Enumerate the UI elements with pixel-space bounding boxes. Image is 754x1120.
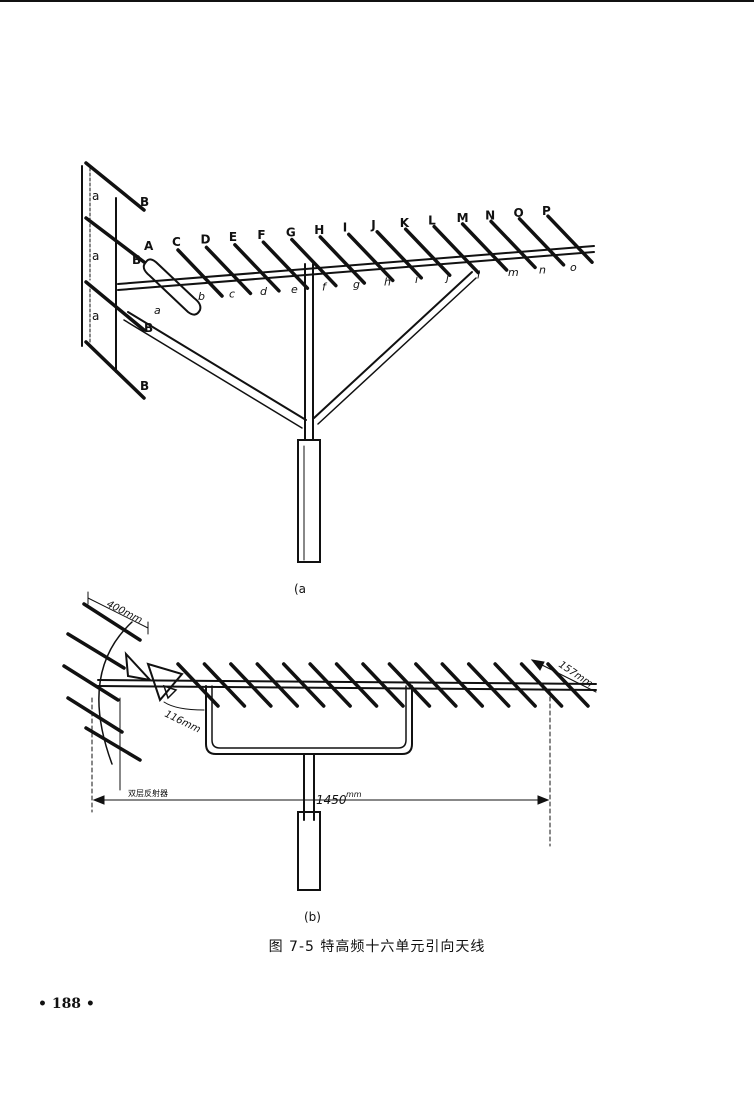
director-element [493, 662, 537, 708]
total-length-unit: mm [346, 790, 362, 799]
director-element [546, 214, 594, 264]
director-element [290, 237, 338, 288]
spacing-label: i [415, 273, 418, 286]
page-number: • 188 • [38, 996, 95, 1012]
reflector-element [84, 280, 146, 332]
director-element [176, 248, 224, 298]
reflector-element [84, 726, 142, 762]
director-label: P [542, 204, 551, 218]
director-element [375, 230, 423, 280]
reflector-element [84, 340, 146, 400]
mast-pipe [297, 439, 321, 563]
gap-label: a [154, 304, 161, 317]
director-label: H [314, 223, 324, 237]
reflector-element [62, 664, 120, 702]
director-element [347, 232, 395, 283]
folded-dipole [142, 258, 202, 316]
reflector-label-4: B [140, 379, 149, 393]
director-label: G [286, 225, 296, 239]
reflector-element [84, 161, 146, 212]
strut-right [313, 271, 473, 419]
director-label: I [343, 221, 347, 235]
boom-upper [117, 245, 595, 285]
director-element [334, 662, 379, 708]
director-element [460, 222, 509, 272]
reflector-element [66, 632, 126, 670]
feed-dipole [124, 651, 153, 682]
boom-lower [117, 251, 595, 291]
figure-b-sublabel: (b) [304, 910, 321, 924]
director-element [233, 243, 281, 293]
spacing-label: o [570, 261, 577, 274]
director-element [308, 662, 352, 708]
director-label: D [200, 233, 210, 247]
reflector-label-2: B [132, 253, 141, 267]
reflector-note: 双层反射器 [128, 788, 168, 798]
director-label: J [370, 218, 375, 232]
boom-lower [97, 685, 597, 691]
spacing-label: e [291, 283, 298, 296]
strut-right-2 [317, 277, 477, 425]
strut-left [127, 311, 307, 421]
reflector-label-1: B [140, 195, 149, 209]
figure-b-drawing: 400mm 116mm 157mm 双层反射器 1450 mm [62, 591, 597, 891]
director-element [489, 219, 537, 270]
u-support [205, 685, 413, 755]
director-element [204, 245, 253, 296]
director-label: C [172, 235, 181, 249]
director-element [546, 662, 590, 708]
director-element [387, 662, 432, 708]
stack-spacing-label-2: a [92, 249, 99, 263]
boom-upper [97, 679, 597, 685]
spacing-label: g [353, 278, 360, 291]
director-element [318, 235, 367, 285]
director-label: O [514, 206, 524, 220]
director-element [440, 662, 485, 708]
director-element [519, 662, 564, 708]
director-label: L [428, 213, 436, 227]
figure-a-sublabel: (a [294, 582, 307, 596]
stack-spacing-label-3: a [92, 309, 99, 323]
reflector-element [66, 696, 124, 734]
director-element [517, 217, 566, 267]
director-element [403, 227, 452, 277]
spacing-label: f [322, 280, 328, 293]
director-label: K [400, 216, 410, 230]
feed-gap-dimension: 116mm [163, 709, 203, 736]
spacing-label: b [198, 290, 205, 303]
reflector-element [82, 602, 142, 642]
mast-pipe [297, 811, 321, 891]
director-element [414, 662, 458, 708]
spacing-label: c [229, 288, 235, 301]
director-label: E [229, 230, 237, 244]
director-element [281, 662, 326, 708]
figure-caption: 图 7-5 特高频十六单元引向天线 [268, 939, 486, 955]
strut-left-2 [123, 319, 303, 429]
director-element [176, 662, 220, 708]
feed-label: A [144, 239, 154, 253]
director-element [466, 662, 511, 708]
spacing-label: l [477, 268, 480, 281]
stack-spacing-label-1: a [92, 189, 99, 203]
spacing-label: n [539, 264, 546, 277]
director-element [261, 240, 310, 290]
page-top-rule [0, 0, 754, 2]
spacing-label: h [384, 276, 391, 289]
director-element [229, 662, 273, 708]
spacing-label: j [444, 271, 450, 284]
director-element [432, 224, 480, 275]
spacing-label: m [508, 266, 519, 279]
spacing-label: d [260, 285, 268, 298]
reflector-label-3: B [144, 321, 153, 335]
figure-a-drawing: C D E F G H I J K L M N O P b c d e f g h i j l m n o A a a a a B… [81, 161, 595, 563]
total-length-dimension: 1450 [316, 793, 347, 807]
director-label: N [485, 209, 495, 223]
director-element [255, 662, 300, 708]
director-label: F [257, 228, 265, 242]
director-element [361, 662, 405, 708]
director-element [202, 662, 247, 708]
reflector-element [84, 216, 146, 264]
director-label: M [457, 211, 469, 225]
